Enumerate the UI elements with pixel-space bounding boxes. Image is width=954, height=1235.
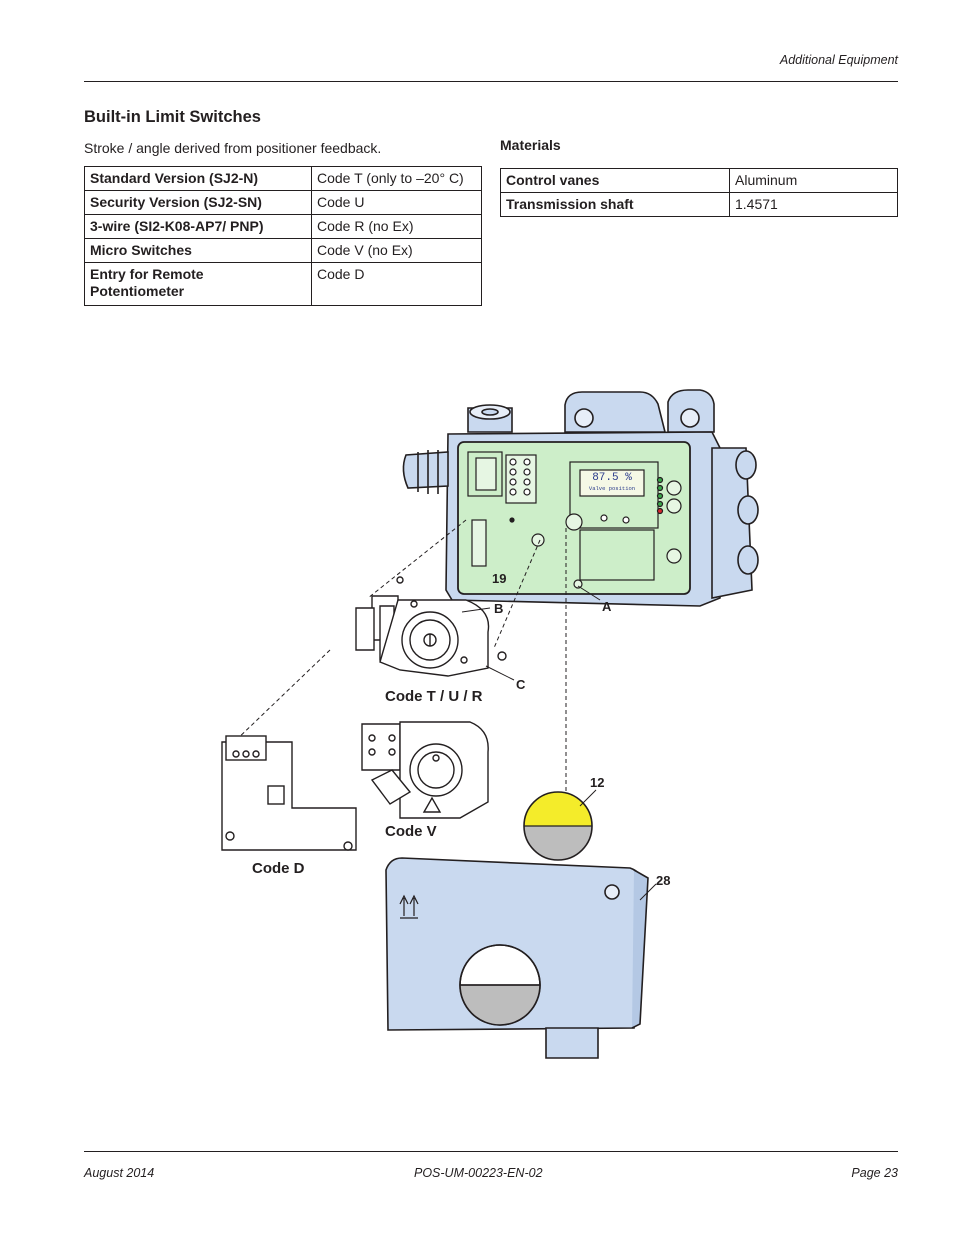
footer-rule <box>84 1151 898 1152</box>
table-row: Transmission shaft 1.4571 <box>500 192 898 217</box>
position-indicator-disc <box>523 791 593 861</box>
option-name: Entry for Remote Potentiometer <box>84 262 312 306</box>
table-row: Entry for Remote Potentiometer Code D <box>84 262 482 306</box>
option-name: 3-wire (SI2-K08-AP7/ PNP) <box>84 214 312 239</box>
material-value: 1.4571 <box>729 192 898 217</box>
material-part: Control vanes <box>500 168 730 193</box>
limit-switch-options-table: Standard Version (SJ2-N) Code T (only to… <box>84 166 482 306</box>
option-code: Code U <box>311 190 482 215</box>
limit-switch-unit-v <box>361 721 489 819</box>
footer-date: August 2014 <box>84 1166 155 1180</box>
housing-cover <box>385 857 649 1059</box>
material-part: Transmission shaft <box>500 192 730 217</box>
materials-table: Control vanes Aluminum Transmission shaf… <box>500 168 898 217</box>
label-code-tur: Code T / U / R <box>385 688 483 705</box>
option-name: Standard Version (SJ2-N) <box>84 166 312 191</box>
callout-c: C <box>516 677 526 692</box>
callout-leader-lines <box>461 585 657 901</box>
table-row: Security Version (SJ2-SN) Code U <box>84 190 482 215</box>
remote-potentiometer-plate <box>221 735 357 851</box>
footer-page-number: Page 23 <box>851 1166 898 1180</box>
label-code-d: Code D <box>252 860 305 877</box>
table-row: Micro Switches Code V (no Ex) <box>84 238 482 263</box>
option-name: Security Version (SJ2-SN) <box>84 190 312 215</box>
footer-document-id: POS-UM-00223-EN-02 <box>414 1166 543 1180</box>
callout-12: 12 <box>590 775 605 790</box>
callout-b: B <box>494 601 504 616</box>
label-code-v: Code V <box>385 823 437 840</box>
header-rule <box>84 81 898 82</box>
limit-switch-unit-tur <box>355 576 507 677</box>
option-code: Code V (no Ex) <box>311 238 482 263</box>
assembly-guide-lines <box>231 519 567 808</box>
material-value: Aluminum <box>729 168 898 193</box>
option-name: Micro Switches <box>84 238 312 263</box>
section-title: Built-in Limit Switches <box>84 108 261 126</box>
callout-28: 28 <box>656 873 671 888</box>
table-row: Control vanes Aluminum <box>500 168 898 193</box>
circuit-board <box>457 441 691 595</box>
callout-a: A <box>602 599 612 614</box>
intro-text: Stroke / angle derived from positioner f… <box>84 140 382 156</box>
materials-title: Materials <box>500 137 561 153</box>
running-header: Additional Equipment <box>779 53 898 67</box>
lcd-readout: 87.5 % <box>592 472 632 484</box>
option-code: Code D <box>311 262 482 306</box>
callout-19: 19 <box>492 571 507 586</box>
lcd-caption: Valve position <box>588 485 636 492</box>
